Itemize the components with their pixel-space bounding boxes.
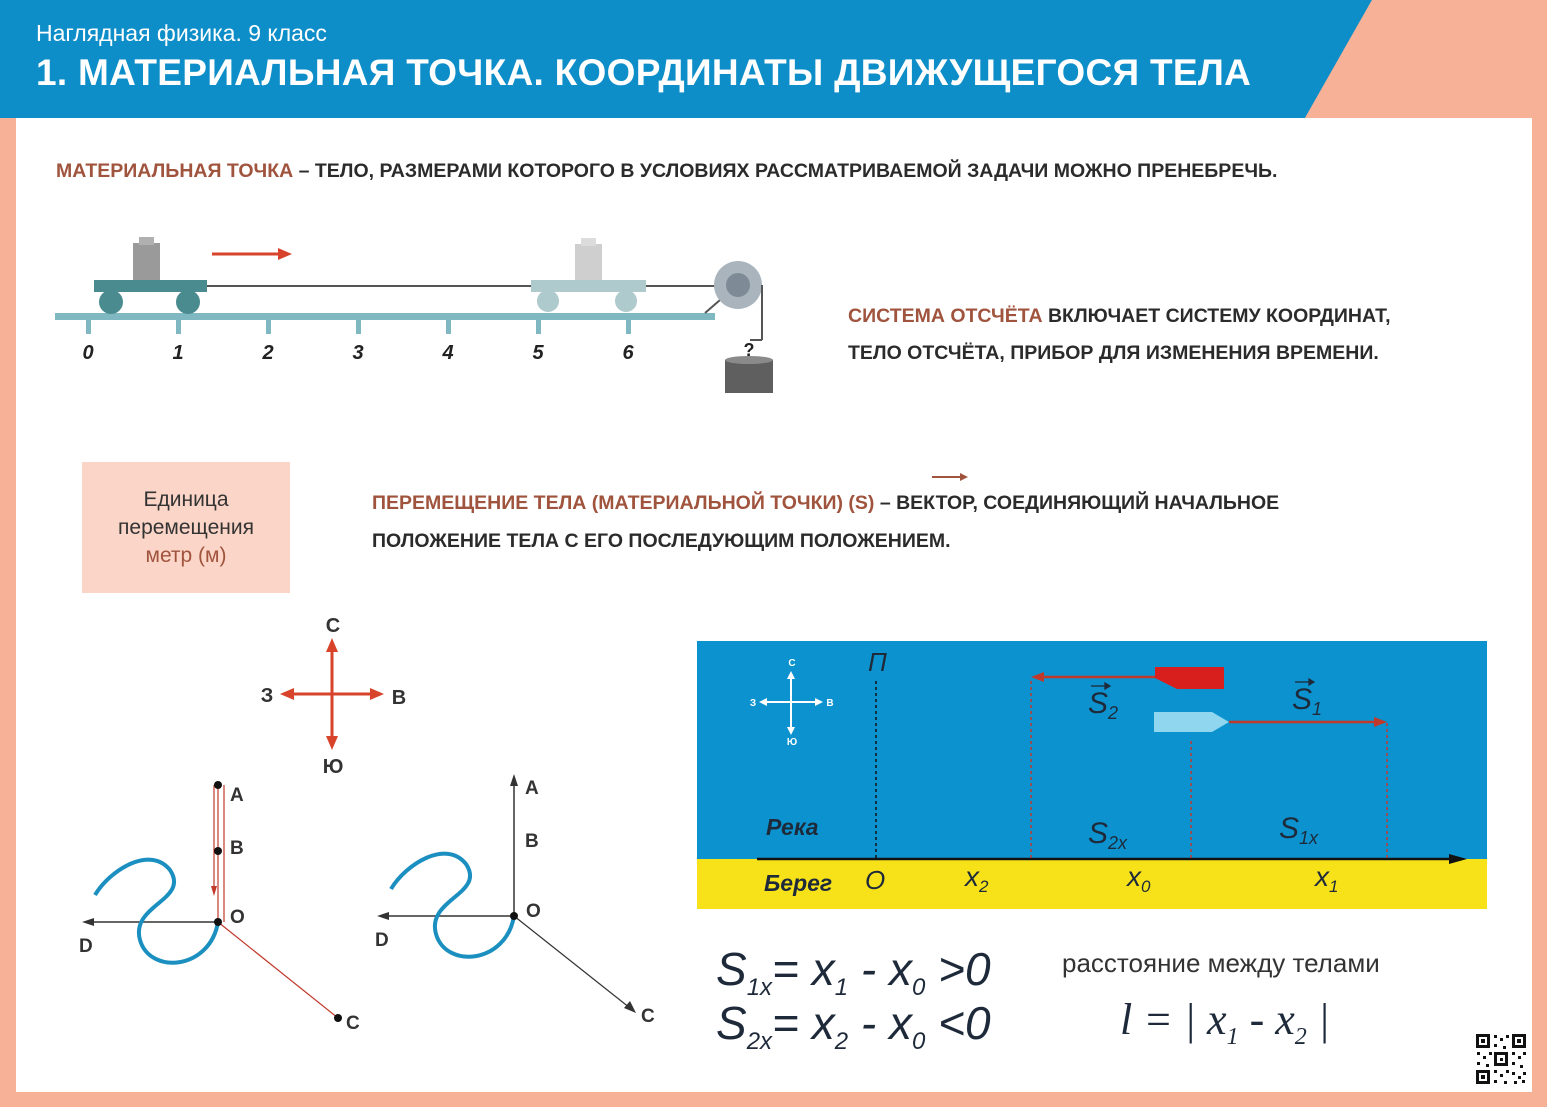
formula-s2x: S2x= x2 - x0 <0 xyxy=(716,997,991,1055)
qr-code-icon[interactable] xyxy=(1474,1032,1528,1086)
mini-compass-south: Ю xyxy=(787,737,797,748)
point-o-label: O xyxy=(230,907,245,928)
reference-system-definition: СИСТЕМА ОТСЧЁТА ВКЛЮЧАЕТ СИСТЕМУ КООРДИН… xyxy=(848,298,1391,372)
ruler-ticks xyxy=(86,320,631,334)
point-o-label: O xyxy=(526,901,541,922)
content-panel xyxy=(16,118,1532,1092)
distance-label: расстояние между телами xyxy=(1062,948,1380,978)
hanging-weight-icon xyxy=(725,360,773,393)
header-subtitle: Наглядная физика. 9 класс xyxy=(36,20,327,46)
river-diagram: С Ю З В П S2 S1 Река S2x S1x Берег O x2 … xyxy=(697,641,1487,909)
east-arrow-icon xyxy=(370,688,384,700)
boat-2 xyxy=(1155,667,1224,689)
formula-s1x: S1x= x1 - x0 >0 xyxy=(716,943,991,1001)
mini-compass-north: С xyxy=(788,658,795,669)
s1x-label: S1x xyxy=(1279,812,1319,848)
displacement-definition: ПЕРЕМЕЩЕНИЕ ТЕЛА (МАТЕРИАЛЬНОЙ ТОЧКИ) (S… xyxy=(372,484,1279,560)
distance-formula: l = | x1 - x2 | xyxy=(1120,995,1330,1050)
south-arrow-icon xyxy=(326,736,338,750)
ruler-tick-label: 2 xyxy=(261,342,273,364)
boat-1 xyxy=(1154,712,1229,732)
compass-west-label: З xyxy=(261,685,274,707)
vector-s1-arrow xyxy=(1374,717,1387,727)
ruler-tick-label: 5 xyxy=(532,342,544,364)
point-d-label: D xyxy=(375,930,389,951)
point-d-label: D xyxy=(79,936,93,957)
reference-system-text-1: ВКЛЮЧАЕТ СИСТЕМУ КООРДИНАТ, xyxy=(1042,305,1391,327)
point-c-label: C xyxy=(346,1013,360,1034)
point-a-label: A xyxy=(525,778,539,799)
north-arrow-icon xyxy=(326,638,338,652)
point-b-label: B xyxy=(230,838,244,859)
displacement-text-1: – ВЕКТОР, СОЕДИНЯЮЩИЙ НАЧАЛЬНОЕ xyxy=(874,492,1280,514)
cart-end xyxy=(531,280,646,292)
point-a-label: A xyxy=(230,785,244,806)
s2x-label: S2x xyxy=(1088,817,1128,853)
mini-compass-east: В xyxy=(826,698,833,709)
weight-icon xyxy=(133,243,160,280)
point-c-label: C xyxy=(641,1006,655,1027)
page-title: 1. МАТЕРИАЛЬНАЯ ТОЧКА. КООРДИНАТЫ ДВИЖУЩ… xyxy=(36,52,1252,93)
displacement-term: ПЕРЕМЕЩЕНИЕ ТЕЛА (МАТЕРИАЛЬНОЙ ТОЧКИ) (S… xyxy=(372,492,875,514)
vector-arrow-icon xyxy=(932,473,968,481)
path-diagram-right: A B O D C xyxy=(375,774,655,1027)
mini-compass xyxy=(759,671,823,735)
unit-box: Единица перемещения метр (м) xyxy=(82,462,290,593)
distance-formula-text: l = | x1 - x2 | xyxy=(1120,995,1330,1050)
mini-compass-west: З xyxy=(750,698,756,709)
unit-box-unit: метр (м) xyxy=(145,544,227,567)
compass-south-label: Ю xyxy=(323,756,344,778)
x0-label: x0 xyxy=(1125,861,1151,896)
reference-system-term: СИСТЕМА ОТСЧЁТА xyxy=(848,305,1043,327)
point-b-label: B xyxy=(525,831,539,852)
west-arrow-icon xyxy=(280,688,294,700)
unit-box-line-1: Единица xyxy=(143,488,229,511)
ruler-tick-label: 3 xyxy=(352,342,363,364)
motion-arrow-icon xyxy=(278,248,292,260)
material-point-definition: МАТЕРИАЛЬНАЯ ТОЧКА – ТЕЛО, РАЗМЕРАМИ КОТ… xyxy=(56,160,1277,183)
origin-label: O xyxy=(865,865,885,895)
header: Наглядная физика. 9 класс 1. МАТЕРИАЛЬНА… xyxy=(0,0,1547,118)
displacement-text-2: ПОЛОЖЕНИЕ ТЕЛА С ЕГО ПОСЛЕДУЮЩИМ ПОЛОЖЕН… xyxy=(372,530,951,552)
ruler-tick-label: 4 xyxy=(441,342,453,364)
axis-arrow-icon xyxy=(1449,854,1467,864)
reference-system-text-2: ТЕЛО ОТСЧЁТА, ПРИБОР ДЛЯ ИЗМЕНЕНИЯ ВРЕМЕ… xyxy=(848,342,1379,364)
header-background xyxy=(0,0,1547,118)
compass-north-label: С xyxy=(326,615,340,637)
compass-rose: С Ю З В xyxy=(261,615,406,778)
x1-label: x1 xyxy=(1313,861,1338,896)
cart-start xyxy=(94,280,207,292)
vector-s1-label: S1 xyxy=(1292,683,1322,719)
ruler-tick-label: 6 xyxy=(622,342,634,364)
line-p-label: П xyxy=(868,647,887,677)
vector-s2-arrow xyxy=(1031,672,1044,682)
shore-label: Берег xyxy=(764,870,832,896)
material-point-text: – ТЕЛО, РАЗМЕРАМИ КОТОРОГО В УСЛОВИЯХ РА… xyxy=(293,160,1278,182)
compass-east-label: В xyxy=(392,687,406,709)
ruler-tick-label: 0 xyxy=(82,342,93,364)
unit-box-line-2: перемещения xyxy=(118,516,254,539)
track xyxy=(55,313,715,320)
river-label: Река xyxy=(766,814,819,840)
x2-label: x2 xyxy=(963,861,989,896)
shore-area xyxy=(697,859,1487,909)
formulas: S1x= x1 - x0 >0 S2x= x2 - x0 <0 xyxy=(716,943,991,1055)
ruler-tick-label: 1 xyxy=(172,342,183,364)
material-point-term: МАТЕРИАЛЬНАЯ ТОЧКА xyxy=(56,160,294,182)
vector-s2-label: S2 xyxy=(1088,687,1118,723)
path-diagram-left: A B O D C xyxy=(79,781,360,1034)
hanging-weight-label: ? xyxy=(744,340,755,360)
